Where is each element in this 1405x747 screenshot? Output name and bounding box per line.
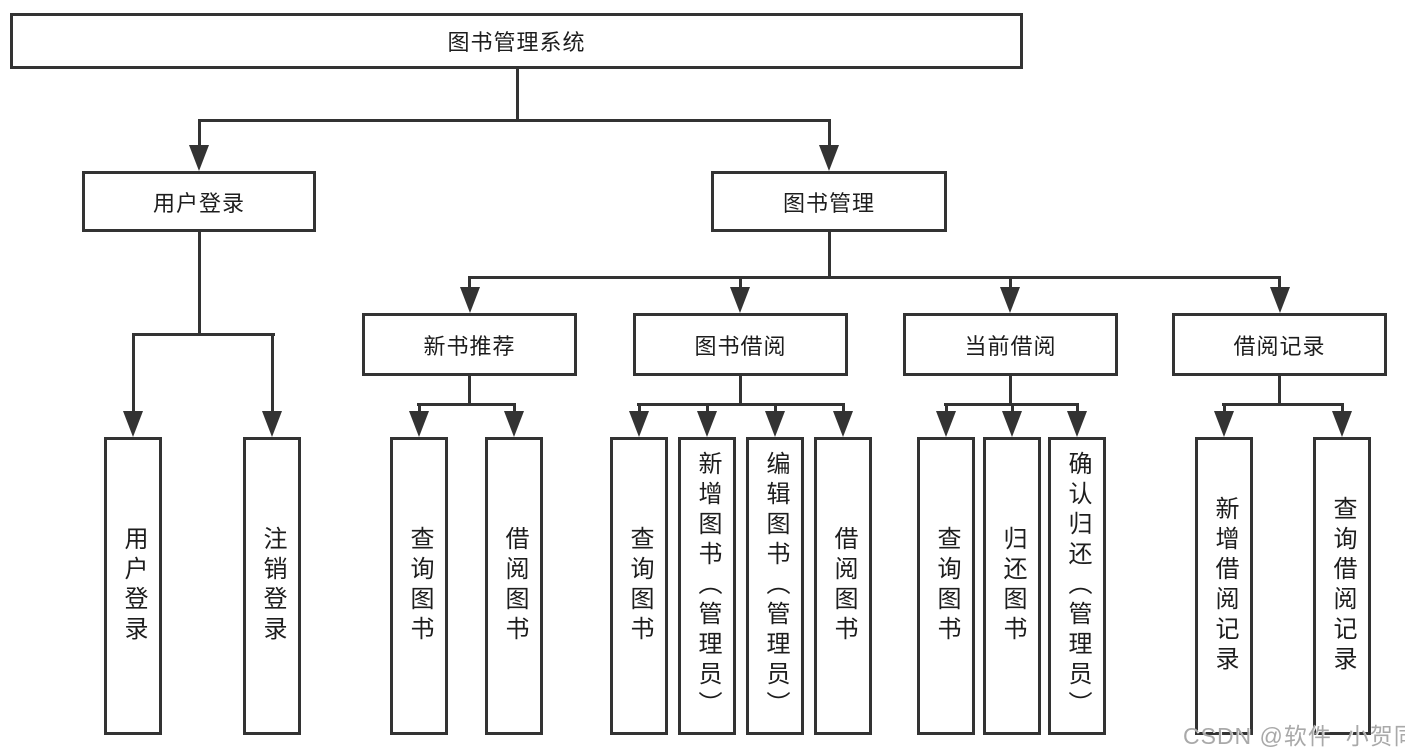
leaf-label: 编辑图书（管理员） <box>762 451 789 721</box>
arrow-down-icon <box>189 145 209 171</box>
connector-drop-leaf <box>271 333 274 413</box>
arrow-down-icon <box>1332 411 1352 437</box>
connector-node-down <box>1009 376 1012 406</box>
leaf-add-books-admin: 新增图书（管理员） <box>678 437 736 735</box>
leaf-query-books: 查询图书 <box>610 437 668 735</box>
arrow-down-icon <box>123 411 143 437</box>
connector-drop-leaf <box>638 403 641 413</box>
leaf-label: 查询图书 <box>933 526 960 646</box>
arrow-down-icon <box>697 411 717 437</box>
leaf-query-borrow-record: 查询借阅记录 <box>1313 437 1371 735</box>
leaf-label: 新增借阅记录 <box>1211 496 1238 676</box>
connector-user-login-down <box>198 232 201 336</box>
leaf-confirm-return-admin: 确认归还（管理员） <box>1048 437 1106 735</box>
leaf-label: 归还图书 <box>999 526 1026 646</box>
connector-drop-user-login <box>198 119 201 147</box>
arrow-down-icon <box>629 411 649 437</box>
connector-drop-leaf <box>1341 403 1344 413</box>
connector-drop-node <box>1009 276 1012 291</box>
leaf-borrow-books: 借阅图书 <box>485 437 543 735</box>
node-library-management-system: 图书管理系统 <box>10 13 1023 69</box>
connector-drop-leaf <box>842 403 845 413</box>
arrow-down-icon <box>409 411 429 437</box>
leaf-add-borrow-record: 新增借阅记录 <box>1195 437 1253 735</box>
leaf-query-books: 查询图书 <box>917 437 975 735</box>
leaf-label: 注销登录 <box>259 526 286 646</box>
leaf-logout: 注销登录 <box>243 437 301 735</box>
connector-drop-leaf <box>418 403 421 413</box>
connector-drop-leaf <box>945 403 948 413</box>
node-label: 图书借阅 <box>694 333 787 359</box>
leaf-edit-books-admin: 编辑图书（管理员） <box>746 437 804 735</box>
connector-drop-leaf <box>1011 403 1014 413</box>
connector-drop-leaf <box>1076 403 1079 413</box>
connector-book-management-down <box>828 232 831 279</box>
leaf-label: 查询图书 <box>626 526 653 646</box>
connector-node-down <box>1278 376 1281 406</box>
node-borrowing-records: 借阅记录 <box>1172 313 1387 376</box>
arrow-down-icon <box>1067 411 1087 437</box>
connector-leaf-split <box>1222 403 1344 406</box>
connector-drop-leaf <box>513 403 516 413</box>
node-label: 当前借阅 <box>964 333 1057 359</box>
connector-node-down <box>739 376 742 406</box>
connector-drop-leaf <box>706 403 709 413</box>
connector-drop-leaf <box>132 333 135 413</box>
connector-user-login-split <box>132 333 275 336</box>
connector-drop-node <box>739 276 742 291</box>
node-label: 新书推荐 <box>423 333 516 359</box>
arrow-down-icon <box>1002 411 1022 437</box>
arrow-down-icon <box>1214 411 1234 437</box>
connector-leaf-split <box>417 403 516 406</box>
arrow-down-icon <box>504 411 524 437</box>
csdn-watermark: CSDN @软件_小贺同学 <box>1183 723 1405 747</box>
node-label: 图书管理 <box>782 190 875 216</box>
arrow-down-icon <box>460 287 480 313</box>
arrow-down-icon <box>1000 287 1020 313</box>
node-book-management: 图书管理 <box>711 171 947 232</box>
arrow-down-icon <box>730 287 750 313</box>
leaf-label: 借阅图书 <box>501 526 528 646</box>
arrow-down-icon <box>765 411 785 437</box>
node-book-borrowing: 图书借阅 <box>633 313 848 376</box>
arrow-down-icon <box>936 411 956 437</box>
connector-drop-leaf <box>774 403 777 413</box>
node-label: 图书管理系统 <box>447 30 586 55</box>
connector-drop-node <box>468 276 471 291</box>
arrow-down-icon <box>1270 287 1290 313</box>
node-current-borrowing: 当前借阅 <box>903 313 1118 376</box>
arrow-down-icon <box>819 145 839 171</box>
connector-root-down <box>516 69 519 120</box>
connector-book-management-split <box>468 276 1281 279</box>
leaf-return-books: 归还图书 <box>983 437 1041 735</box>
leaf-label: 查询借阅记录 <box>1329 496 1356 676</box>
node-user-login: 用户登录 <box>82 171 316 232</box>
leaf-user-login: 用户登录 <box>104 437 162 735</box>
leaf-query-books: 查询图书 <box>390 437 448 735</box>
node-label: 用户登录 <box>152 190 245 216</box>
connector-drop-leaf <box>1223 403 1226 413</box>
leaf-label: 查询图书 <box>406 526 433 646</box>
leaf-label: 新增图书（管理员） <box>694 451 721 721</box>
connector-leaf-split <box>637 403 845 406</box>
connector-node-down <box>468 376 471 406</box>
leaf-borrow-books: 借阅图书 <box>814 437 872 735</box>
node-new-book-recommendation: 新书推荐 <box>362 313 577 376</box>
leaf-label: 确认归还（管理员） <box>1064 451 1091 721</box>
leaf-label: 用户登录 <box>120 526 147 646</box>
connector-root-split <box>198 119 831 122</box>
node-label: 借阅记录 <box>1233 333 1326 359</box>
arrow-down-icon <box>833 411 853 437</box>
arrow-down-icon <box>262 411 282 437</box>
connector-drop-book-management <box>828 119 831 147</box>
connector-drop-node <box>1278 276 1281 291</box>
leaf-label: 借阅图书 <box>830 526 857 646</box>
